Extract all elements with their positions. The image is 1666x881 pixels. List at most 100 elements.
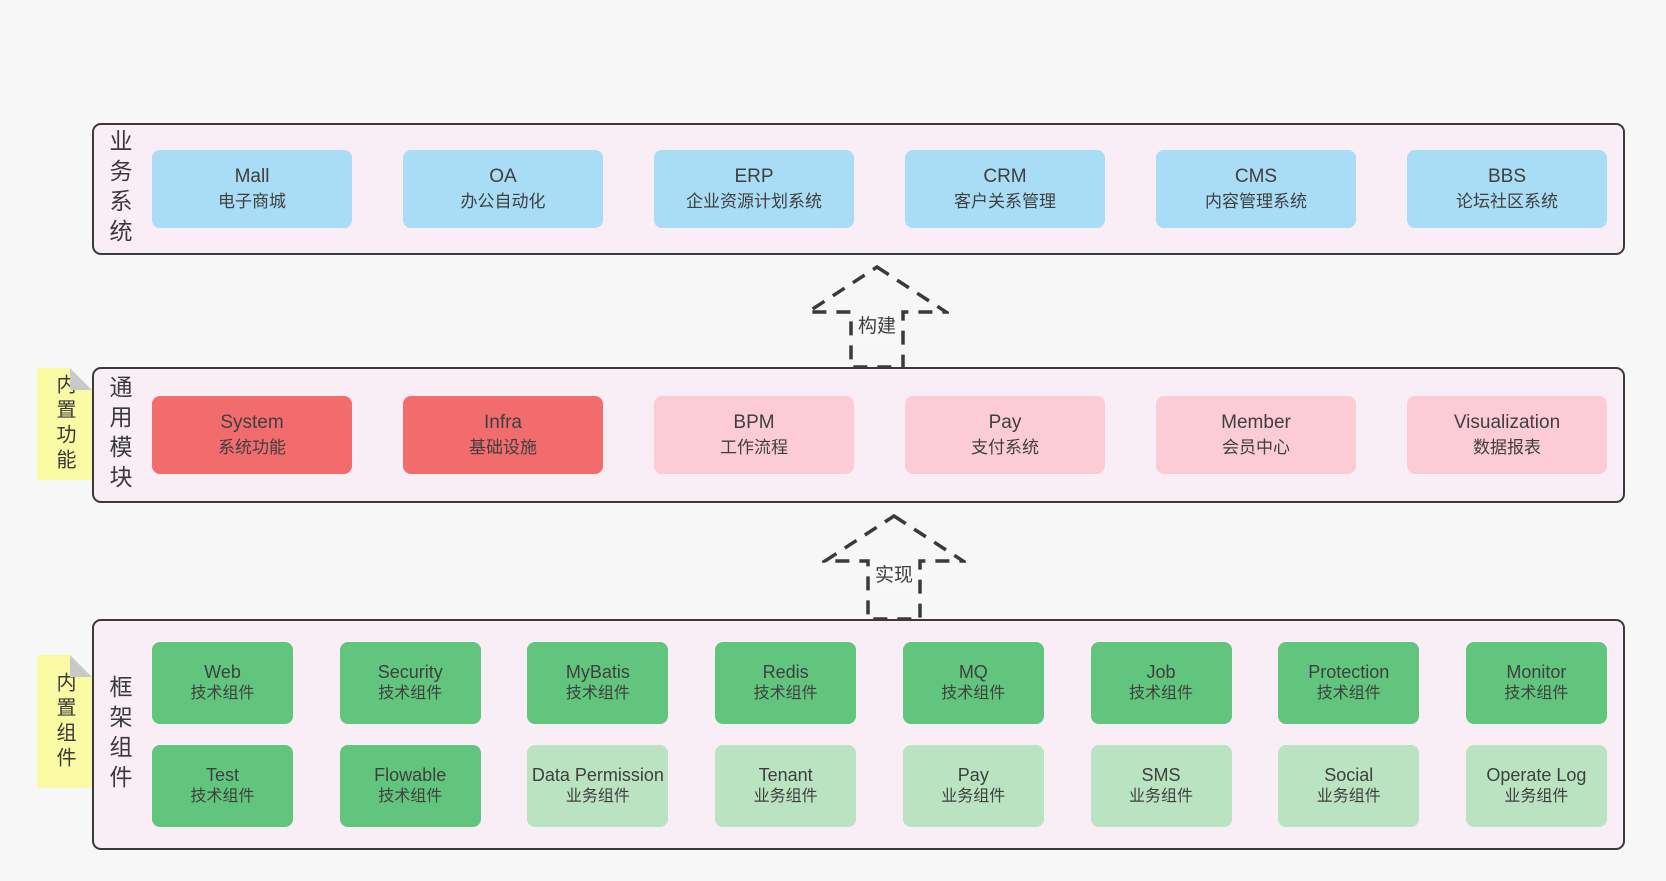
- box-title: Mall: [234, 165, 270, 187]
- box-mq: MQ 技术组件: [902, 642, 1044, 724]
- box-title: Pay: [988, 411, 1022, 433]
- box-subtitle: 会员中心: [1222, 438, 1290, 458]
- box-protection: Protection 技术组件: [1278, 642, 1420, 724]
- box-subtitle: 工作流程: [720, 438, 788, 458]
- implement-arrow: 实现: [822, 513, 966, 620]
- box-subtitle: 系统功能: [218, 438, 286, 458]
- note-built-in-components: 内置组件: [37, 655, 92, 788]
- box-subtitle: 业务组件: [1316, 788, 1381, 806]
- note-label: 内置功能: [53, 374, 75, 474]
- box-bpm: BPM 工作流程: [654, 396, 854, 474]
- box-job: Job 技术组件: [1090, 642, 1232, 724]
- box-subtitle: 技术组件: [565, 685, 630, 703]
- box-subtitle: 技术组件: [753, 685, 818, 703]
- box-social: Social 业务组件: [1278, 745, 1420, 827]
- box-sms: SMS 业务组件: [1090, 745, 1232, 827]
- box-title: Flowable: [374, 764, 447, 785]
- box-bbs: BBS 论坛社区系统: [1407, 150, 1607, 228]
- box-title: Operate Log: [1486, 764, 1587, 785]
- box-subtitle: 业务组件: [565, 788, 630, 806]
- folded-corner-icon: [70, 368, 92, 390]
- box-subtitle: 技术组件: [941, 685, 1006, 703]
- box-system: System 系统功能: [152, 396, 352, 474]
- build-arrow-label: 构建: [854, 310, 900, 339]
- box-crm: CRM 客户关系管理: [905, 150, 1105, 228]
- box-subtitle: 技术组件: [1129, 685, 1194, 703]
- implement-arrow-label: 实现: [871, 559, 917, 588]
- box-infra: Infra 基础设施: [403, 396, 603, 474]
- box-subtitle: 内容管理系统: [1205, 192, 1307, 212]
- box-data-permission: Data Permission 业务组件: [527, 745, 669, 827]
- box-cms: CMS 内容管理系统: [1156, 150, 1356, 228]
- box-flowable: Flowable 技术组件: [339, 745, 481, 827]
- band-label-framework-components: 框架组件: [106, 674, 132, 795]
- box-title: SMS: [1141, 764, 1181, 785]
- box-title: Member: [1221, 411, 1291, 433]
- box-title: ERP: [734, 165, 774, 187]
- box-title: Job: [1146, 661, 1176, 682]
- note-built-in-functions: 内置功能: [37, 368, 92, 480]
- box-subtitle: 业务组件: [1129, 788, 1194, 806]
- box-subtitle: 技术组件: [378, 685, 443, 703]
- up-arrow-icon: [805, 264, 949, 368]
- box-title: Visualization: [1453, 411, 1561, 433]
- box-title: BPM: [733, 411, 775, 433]
- box-operate-log: Operate Log 业务组件: [1465, 745, 1607, 827]
- box-subtitle: 基础设施: [469, 438, 537, 458]
- box-subtitle: 技术组件: [1316, 685, 1381, 703]
- box-subtitle: 技术组件: [190, 685, 255, 703]
- box-title: CRM: [983, 165, 1027, 187]
- band-common-modules: 通用模块 System 系统功能 Infra 基础设施 BPM 工作流程 Pay…: [92, 367, 1625, 503]
- box-web: Web 技术组件: [152, 642, 293, 724]
- box-subtitle: 数据报表: [1473, 438, 1541, 458]
- box-redis: Redis 技术组件: [715, 642, 857, 724]
- box-member: Member 会员中心: [1156, 396, 1356, 474]
- box-subtitle: 技术组件: [1504, 685, 1569, 703]
- box-subtitle: 技术组件: [190, 788, 255, 806]
- build-arrow: 构建: [805, 264, 949, 368]
- box-title: CMS: [1234, 165, 1278, 187]
- box-title: Pay: [957, 764, 989, 785]
- box-pay-business: Pay 业务组件: [902, 745, 1044, 827]
- box-visualization: Visualization 数据报表: [1407, 396, 1607, 474]
- box-title: Test: [205, 764, 239, 785]
- box-title: MQ: [958, 661, 988, 682]
- box-subtitle: 业务组件: [753, 788, 818, 806]
- box-title: Security: [377, 661, 443, 682]
- box-title: Infra: [483, 411, 523, 433]
- box-oa: OA 办公自动化: [403, 150, 603, 228]
- folded-corner-icon: [70, 655, 92, 677]
- box-erp: ERP 企业资源计划系统: [654, 150, 854, 228]
- band-label-business-systems: 业务系统: [106, 129, 132, 249]
- box-monitor: Monitor 技术组件: [1465, 642, 1607, 724]
- box-tenant: Tenant 业务组件: [715, 745, 857, 827]
- box-title: Monitor: [1506, 661, 1567, 682]
- box-title: Tenant: [758, 764, 813, 785]
- box-mall: Mall 电子商城: [152, 150, 352, 228]
- box-title: Data Permission: [531, 764, 664, 785]
- box-title: OA: [489, 165, 517, 187]
- box-mybatis: MyBatis 技术组件: [527, 642, 669, 724]
- box-subtitle: 客户关系管理: [954, 192, 1056, 212]
- box-subtitle: 业务组件: [1504, 788, 1569, 806]
- box-title: MyBatis: [565, 661, 630, 682]
- band-framework-components: 框架组件 Web 技术组件 Security 技术组件 MyBatis 技术组件…: [92, 619, 1625, 850]
- box-title: Protection: [1308, 661, 1390, 682]
- box-subtitle: 办公自动化: [460, 192, 546, 212]
- note-label: 内置组件: [53, 671, 75, 772]
- box-title: Social: [1324, 764, 1374, 785]
- box-subtitle: 电子商城: [218, 192, 286, 212]
- box-title: BBS: [1487, 165, 1527, 187]
- box-title: Web: [204, 661, 241, 682]
- box-title: System: [220, 411, 284, 433]
- box-pay: Pay 支付系统: [905, 396, 1105, 474]
- box-subtitle: 支付系统: [971, 438, 1039, 458]
- box-title: Redis: [762, 661, 809, 682]
- box-subtitle: 技术组件: [378, 788, 443, 806]
- box-subtitle: 企业资源计划系统: [686, 192, 822, 212]
- band-business-systems: 业务系统 Mall 电子商城 OA 办公自动化 ERP 企业资源计划系统 CRM…: [92, 123, 1625, 255]
- box-subtitle: 业务组件: [941, 788, 1006, 806]
- box-test: Test 技术组件: [152, 745, 293, 827]
- band-label-common-modules: 通用模块: [106, 375, 132, 495]
